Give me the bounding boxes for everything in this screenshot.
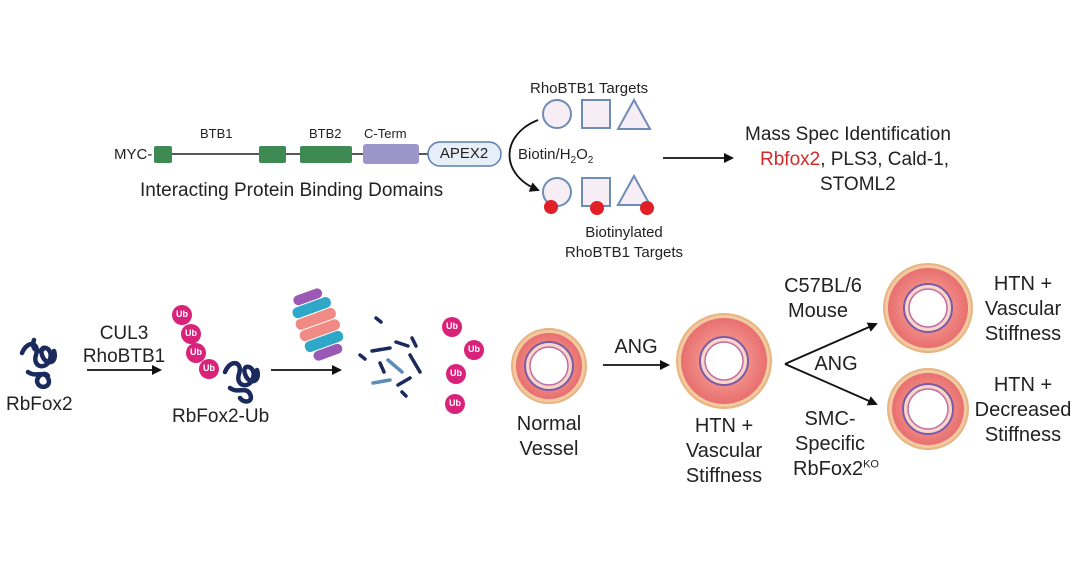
mass-spec-hits: Rbfox2, PLS3, Cald-1,	[760, 149, 950, 170]
peptide-fragments-icon	[358, 316, 422, 398]
biotinylated-line2: RhoBTB1 Targets	[564, 244, 684, 261]
domain-apex2	[427, 141, 502, 167]
normal-line1: Normal	[516, 413, 582, 435]
blood-vessel-icon-ko	[887, 368, 969, 450]
out1-line1: HTN +	[993, 273, 1053, 295]
rbfox2-hit: Rbfox2	[760, 149, 821, 170]
biotinylated-targets	[542, 173, 654, 215]
biotin-dot	[590, 201, 604, 215]
ub-label: Ub	[468, 344, 480, 354]
rhobtb1-label: RhoBTB1	[82, 346, 166, 367]
rbfox2-ub-label: RbFox2-Ub	[172, 406, 270, 427]
out1-line3: Stiffness	[984, 323, 1062, 345]
smc-line3: RbFox2KO	[793, 458, 879, 480]
targets-label: RhoBTB1 Targets	[530, 80, 649, 97]
biotinylated-line1: Biotinylated	[585, 224, 663, 241]
out2-line3: Stiffness	[984, 424, 1062, 446]
ang-label-1: ANG	[614, 336, 658, 358]
ub-label: Ub	[190, 347, 202, 357]
cterm-label: C-Term	[364, 126, 407, 141]
btb1-label: BTB1	[200, 126, 233, 141]
domain-cterm	[363, 144, 419, 164]
domain-btb1	[259, 146, 286, 163]
out2-line2: Decreased	[974, 399, 1072, 421]
domain-n-term	[154, 146, 172, 163]
ubiquitin-icon	[442, 317, 484, 414]
biotin-arrow	[508, 119, 540, 192]
ub-label: Ub	[176, 309, 188, 319]
arrow-branch-down	[784, 363, 878, 406]
apex2-label: APEX2	[439, 145, 489, 162]
domain-btb2	[300, 146, 352, 163]
ub-label: Ub	[446, 321, 458, 331]
cul3-label: CUL3	[99, 323, 149, 344]
proteasome-icon	[292, 288, 344, 361]
blood-vessel-icon-htn	[676, 313, 772, 409]
blood-vessel-icon-normal	[511, 328, 587, 404]
ub-label: Ub	[185, 328, 197, 338]
ub-label: Ub	[449, 398, 461, 408]
myc-label: MYC-	[114, 146, 153, 163]
biotin-label: Biotin/H2O2	[518, 146, 594, 166]
out2-line1: HTN +	[993, 374, 1053, 396]
normal-line2: Vessel	[519, 438, 579, 460]
htn-line1: HTN +	[694, 415, 754, 437]
htn-line2: Vascular	[685, 440, 763, 462]
biotin-dot	[640, 201, 654, 215]
protein-construct	[154, 141, 502, 167]
ang-label-2: ANG	[814, 353, 858, 375]
ub-label: Ub	[450, 368, 462, 378]
rhobtb1-targets	[542, 97, 652, 130]
mass-spec-line3: STOML2	[820, 174, 896, 195]
binding-caption: Interacting Protein Binding Domains	[140, 180, 444, 201]
out1-line2: Vascular	[984, 298, 1062, 320]
htn-line3: Stiffness	[685, 465, 763, 487]
rbfox2-label: RbFox2	[6, 394, 73, 415]
mass-spec-title: Mass Spec Identification	[745, 124, 951, 145]
blood-vessel-icon-wt	[883, 263, 973, 353]
biotin-dot	[544, 200, 558, 214]
smc-line1: SMC-	[804, 408, 856, 430]
btb2-label: BTB2	[309, 126, 342, 141]
smc-line2: Specific	[794, 433, 866, 455]
mouse-line1: C57BL/6	[784, 275, 862, 297]
ubiquitin-chain-icon	[172, 305, 219, 379]
rbfox2-ub-protein-icon	[222, 361, 261, 404]
rbfox2-protein-icon	[19, 337, 58, 390]
mouse-line2: Mouse	[787, 300, 849, 322]
arrow-branch-up	[784, 322, 878, 365]
ub-label: Ub	[203, 363, 215, 373]
